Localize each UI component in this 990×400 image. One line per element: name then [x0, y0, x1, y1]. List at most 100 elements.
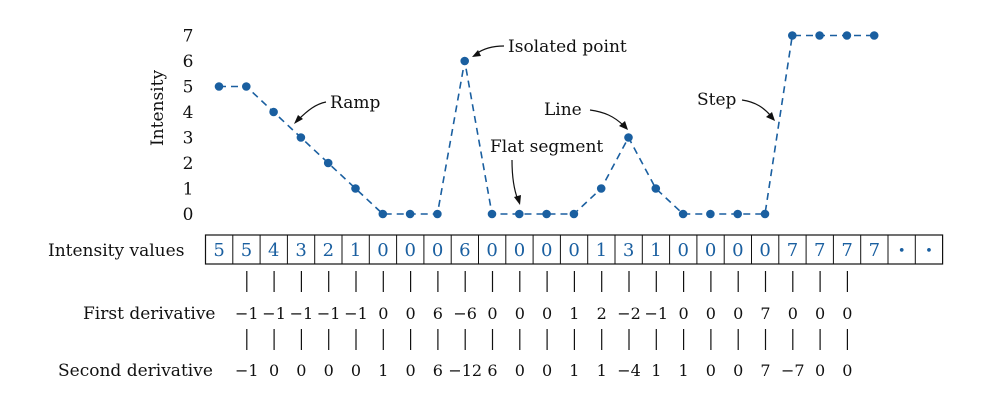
derivative-value: 0	[815, 361, 825, 380]
intensity-cell: 5	[241, 240, 252, 261]
intensity-points	[214, 31, 879, 219]
derivative-value: 0	[269, 361, 279, 380]
data-point	[815, 31, 824, 40]
derivative-value: 1	[569, 361, 579, 380]
intensity-cell: 0	[568, 240, 579, 261]
data-point	[378, 209, 388, 219]
intensity-cell: 0	[377, 240, 388, 261]
annotation-flat-segment-label: Flat segment	[490, 137, 603, 157]
derivative-value: 0	[378, 304, 388, 323]
data-point	[323, 158, 333, 168]
derivative-value: 0	[706, 304, 716, 323]
derivative-value: 0	[324, 361, 334, 380]
data-point	[842, 31, 852, 40]
intensity-cell: 0	[705, 240, 716, 261]
derivative-value: −4	[617, 361, 641, 380]
y-tick-label: 6	[183, 52, 194, 72]
derivative-value: 0	[515, 361, 525, 380]
intensity-cell: 0	[759, 240, 770, 261]
derivative-value: 0	[842, 304, 852, 323]
data-point	[242, 82, 251, 91]
derivative-value: −6	[453, 304, 477, 323]
derivative-value: 0	[542, 304, 552, 323]
intensity-cell: 5	[213, 240, 224, 261]
derivative-value: 0	[842, 361, 852, 380]
derivative-value: 0	[733, 361, 743, 380]
intensity-cell: 1	[596, 240, 607, 261]
derivative-value: 7	[760, 304, 770, 323]
data-point	[596, 184, 606, 193]
intensity-cell: •	[898, 244, 906, 259]
data-point	[760, 209, 770, 219]
second-derivative-ticks	[246, 329, 849, 350]
intensity-cell: •	[925, 244, 933, 259]
annotation-isolated-point-label: Isolated point	[508, 37, 627, 57]
data-point	[269, 107, 278, 117]
annotation-isolated-point: Isolated point	[472, 37, 627, 57]
annotation-step-label: Step	[697, 90, 737, 110]
derivative-value: 1	[597, 361, 607, 380]
intensity-cell: 7	[841, 240, 852, 261]
y-tick-label: 0	[183, 205, 194, 225]
derivative-value: 0	[788, 304, 798, 323]
data-point	[569, 209, 579, 219]
intensity-table-border	[204, 234, 944, 265]
intensity-cell: 1	[650, 240, 661, 261]
derivative-value: 1	[569, 304, 579, 323]
y-tick-label: 4	[183, 103, 194, 123]
derivative-value: 7	[760, 361, 770, 380]
second-derivative-label: Second derivative	[58, 361, 213, 381]
intensity-cell: 4	[268, 240, 279, 261]
y-tick-label: 3	[183, 129, 194, 149]
derivative-value: −1	[645, 304, 669, 323]
y-axis-label: Intensity	[148, 70, 168, 146]
intensity-cell: 0	[732, 240, 743, 261]
y-tick-label: 7	[183, 27, 194, 47]
derivative-value: 0	[296, 361, 306, 380]
derivative-value: 0	[679, 304, 689, 323]
intensity-cell: 0	[514, 240, 525, 261]
derivative-value: −12	[448, 361, 482, 380]
intensity-cell: 7	[787, 240, 798, 261]
data-point	[733, 209, 742, 219]
intensity-cell: 7	[869, 240, 880, 261]
annotation-ramp: Ramp	[294, 93, 380, 124]
intensity-cell: 6	[459, 240, 470, 261]
data-point	[678, 209, 688, 219]
derivative-value: −7	[781, 361, 805, 380]
intensity-cell: 0	[678, 240, 689, 261]
intensity-values-label: Intensity values	[48, 241, 184, 261]
derivative-value: 6	[433, 361, 443, 380]
y-tick-label: 2	[183, 154, 194, 174]
annotation-line: Line	[544, 100, 628, 130]
intensity-cell: 3	[623, 240, 634, 261]
annotation-ramp-label: Ramp	[330, 93, 380, 113]
derivative-value: −1	[262, 304, 286, 323]
intensity-cell: 0	[405, 240, 416, 261]
data-point	[296, 133, 306, 142]
derivative-value: −1	[235, 361, 259, 380]
data-point	[542, 209, 551, 219]
data-point	[433, 209, 442, 219]
intensity-cell: 7	[814, 240, 825, 261]
derivative-value: 6	[487, 361, 497, 380]
derivative-value: 6	[433, 304, 443, 323]
derivative-value: 0	[706, 361, 716, 380]
annotation-flat-segment: Flat segment	[490, 137, 603, 205]
y-tick-label: 1	[183, 180, 194, 200]
derivative-value: −1	[344, 304, 368, 323]
first-derivative-ticks	[246, 271, 849, 292]
data-point	[869, 31, 879, 40]
derivative-value: −1	[317, 304, 341, 323]
derivative-value: 1	[679, 361, 689, 380]
derivative-value: 0	[815, 304, 825, 323]
derivative-value: 0	[406, 361, 416, 380]
intensity-cell: 2	[323, 240, 334, 261]
intensity-cell: 0	[432, 240, 443, 261]
intensity-cell: 3	[295, 240, 306, 261]
